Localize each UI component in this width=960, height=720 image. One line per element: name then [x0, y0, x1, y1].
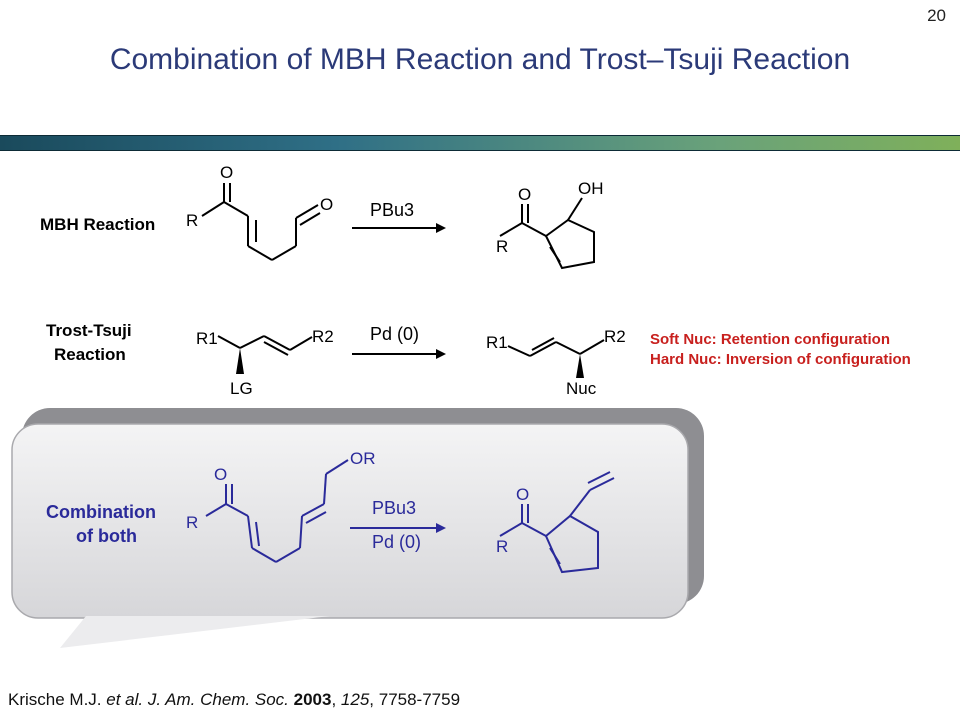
mbh-reactant-o-aldehyde: O	[320, 195, 333, 214]
mbh-reactant-r: R	[186, 211, 198, 230]
trost-tsuji-label-line1: Trost-Tsuji	[46, 321, 132, 340]
combination-label-line2: of both	[76, 526, 137, 546]
slide-number: 20	[927, 6, 946, 25]
mbh-product-oh: OH	[578, 179, 604, 198]
citation-pages: , 7758-7759	[369, 690, 461, 709]
citation-etal: et al.	[106, 690, 144, 709]
comb-reagent-top: PBu3	[372, 498, 416, 518]
note-hard-nuc: Hard Nuc: Inversion of configuration	[650, 351, 911, 368]
combination-row	[205, 459, 615, 574]
tt-reactant-r2: R2	[312, 327, 334, 346]
trost-tsuji-notes: Soft Nuc: Retention configuration Hard N…	[650, 331, 911, 368]
citation-year: 2003	[293, 690, 332, 709]
title-divider-bar	[0, 135, 960, 151]
combination-label-line1: Combination	[46, 502, 156, 522]
reaction-scheme: MBH Reaction O R O PBu3 O R OH Trost-Tsu…	[11, 163, 911, 648]
callout-box	[11, 408, 704, 648]
slide-title: Combination of MBH Reaction and Trost–Ts…	[109, 43, 851, 76]
trost-tsuji-labels: Trost-Tsuji Reaction R1 R2 LG Pd (0) R1 …	[46, 321, 626, 398]
citation-volume: 125	[340, 690, 370, 709]
comb-reactant-o: O	[214, 465, 227, 484]
mbh-reactant-o-ketone: O	[220, 163, 233, 182]
citation-authors: Krische M.J.	[8, 690, 107, 709]
mbh-product-o: O	[518, 185, 531, 204]
comb-reactant-r: R	[186, 513, 198, 532]
tt-reactant-lg: LG	[230, 379, 253, 398]
mbh-labels: MBH Reaction O R O PBu3 O R OH	[40, 163, 604, 256]
mbh-row	[201, 183, 595, 270]
mbh-reagent: PBu3	[370, 200, 414, 220]
tt-product-r1: R1	[486, 333, 508, 352]
tt-reactant-r1: R1	[196, 329, 218, 348]
trost-tsuji-label-line2: Reaction	[54, 345, 126, 364]
mbh-product-r: R	[496, 237, 508, 256]
comb-reagent-bottom: Pd (0)	[372, 532, 421, 552]
comb-product-r: R	[496, 537, 508, 556]
citation: Krische M.J. et al. J. Am. Chem. Soc. 20…	[8, 690, 460, 710]
combination-labels: Combination of both O R OR PBu3 Pd (0) O…	[46, 449, 529, 556]
mbh-label: MBH Reaction	[40, 215, 155, 234]
citation-journal: J. Am. Chem. Soc.	[143, 690, 289, 709]
citation-sep: ,	[331, 690, 341, 709]
trost-tsuji-row	[217, 335, 605, 357]
tt-product-r2: R2	[604, 327, 626, 346]
tt-reagent: Pd (0)	[370, 324, 419, 344]
comb-reactant-or: OR	[350, 449, 376, 468]
note-soft-nuc: Soft Nuc: Retention configuration	[650, 331, 890, 348]
tt-product-nuc: Nuc	[566, 379, 597, 398]
comb-product-o: O	[516, 485, 529, 504]
